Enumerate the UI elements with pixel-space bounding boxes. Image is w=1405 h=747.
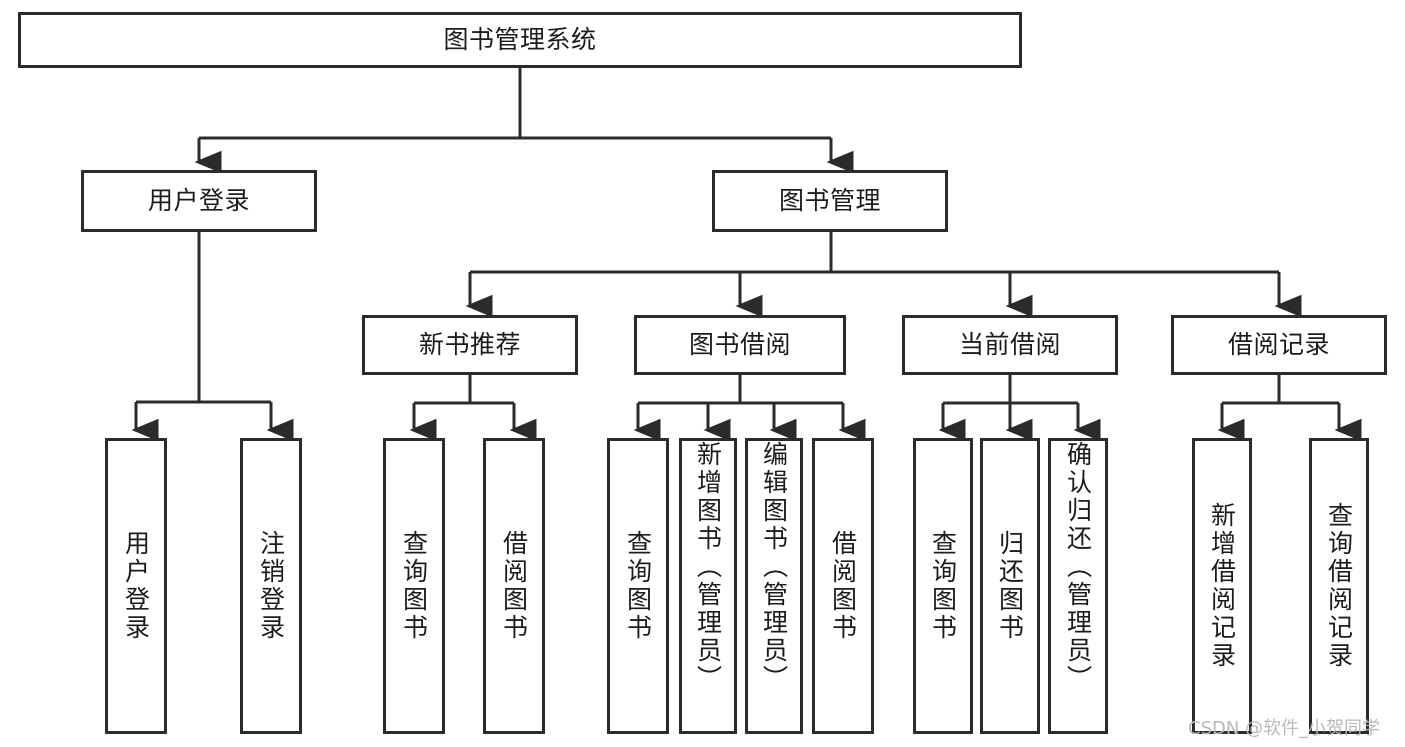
node-book-borrow[interactable]: 图书借阅 — [634, 315, 846, 375]
node-label: 图书借阅 — [688, 330, 791, 360]
node-label: 归还图书 — [995, 530, 1025, 642]
leaf-query-book-current[interactable]: 查询图书 — [913, 438, 973, 734]
node-label: 用户登录 — [121, 530, 151, 642]
node-label: 编辑图书（管理员） — [759, 441, 789, 693]
leaf-user-login[interactable]: 用户登录 — [105, 438, 167, 734]
node-label: 借阅图书 — [499, 530, 529, 642]
watermark: CSDN @软件_小贺同学 — [1188, 718, 1381, 739]
node-label: 注销登录 — [256, 530, 286, 642]
leaf-return-book[interactable]: 归还图书 — [980, 438, 1040, 734]
node-label: 新增借阅记录 — [1207, 502, 1237, 670]
leaf-borrow-book[interactable]: 借阅图书 — [812, 438, 874, 734]
node-label: 借阅图书 — [828, 530, 858, 642]
leaf-query-book-newbook[interactable]: 查询图书 — [383, 438, 445, 734]
node-label: 确认归还（管理员） — [1063, 441, 1093, 693]
leaf-confirm-return-admin[interactable]: 确认归还（管理员） — [1048, 438, 1108, 734]
node-book-management[interactable]: 图书管理 — [712, 170, 948, 232]
node-label: 新书推荐 — [418, 330, 521, 360]
leaf-query-book-borrow[interactable]: 查询图书 — [607, 438, 669, 734]
node-label: 查询图书 — [399, 530, 429, 642]
leaf-query-borrow-record[interactable]: 查询借阅记录 — [1309, 438, 1369, 734]
node-label: 新增图书（管理员） — [693, 441, 723, 693]
leaf-edit-book-admin[interactable]: 编辑图书（管理员） — [745, 438, 803, 734]
leaf-add-borrow-record[interactable]: 新增借阅记录 — [1192, 438, 1252, 734]
leaf-add-book-admin[interactable]: 新增图书（管理员） — [679, 438, 737, 734]
node-label: 借阅记录 — [1227, 330, 1330, 360]
node-label: 用户登录 — [147, 186, 250, 216]
node-label: 查询借阅记录 — [1324, 502, 1354, 670]
node-user-login[interactable]: 用户登录 — [81, 170, 317, 232]
node-new-book-recommend[interactable]: 新书推荐 — [362, 315, 578, 375]
leaf-borrow-book-newbook[interactable]: 借阅图书 — [483, 438, 545, 734]
node-label: 当前借阅 — [958, 330, 1061, 360]
node-current-borrow[interactable]: 当前借阅 — [902, 315, 1118, 375]
node-label: 图书管理 — [778, 186, 881, 216]
node-root-library-system[interactable]: 图书管理系统 — [18, 12, 1022, 68]
node-label: 查询图书 — [623, 530, 653, 642]
node-borrow-record[interactable]: 借阅记录 — [1171, 315, 1387, 375]
node-label: 图书管理系统 — [443, 25, 597, 55]
node-label: 查询图书 — [928, 530, 958, 642]
leaf-logout[interactable]: 注销登录 — [240, 438, 302, 734]
